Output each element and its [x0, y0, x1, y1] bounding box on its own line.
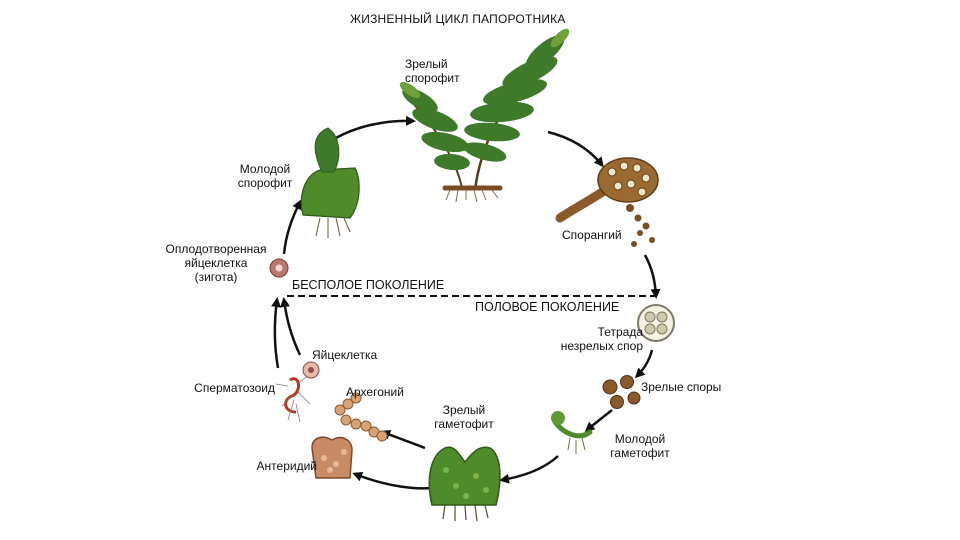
label-spermatozoid: Сперматозоид — [194, 381, 275, 395]
label-antheridium: Антеридий — [256, 459, 317, 473]
mature-spores-illustration — [602, 375, 641, 409]
archegonium-illustration — [334, 392, 388, 442]
mature-gametophyte-illustration — [428, 446, 501, 522]
arrow-tetrad-to-spores — [634, 349, 654, 379]
young-sporophyte-illustration — [300, 127, 360, 238]
tetrad-illustration — [637, 304, 675, 342]
mature-sporophyte-illustration — [399, 28, 570, 203]
sexual-generation-label: ПОЛОВОЕ ПОКОЛЕНИЕ — [475, 300, 620, 314]
cycle-arrows — [271, 115, 661, 490]
asexual-generation-label: БЕСПОЛОЕ ПОКОЛЕНИЕ — [292, 278, 445, 292]
label-mature-sporophyte: Зрелый спорофит — [405, 57, 460, 85]
arrow-zygote-to-young-sporophyte — [282, 199, 302, 255]
label-young-gametophyte: Молодой гаметофит — [610, 432, 670, 460]
spermatozoid-illustration — [275, 373, 311, 423]
arrow-fertilization-egg — [279, 297, 302, 356]
sporangium-illustration — [555, 157, 659, 247]
label-sporangium: Спорангий — [562, 228, 622, 242]
label-mature-gametophyte: Зрелый гаметофит — [434, 403, 494, 431]
arrow-gametophyte-to-antheridium — [352, 471, 433, 490]
arrow-spores-to-young-gametophyte — [584, 409, 613, 432]
label-young-sporophyte: Молодой спорофит — [237, 162, 293, 190]
arrow-gametophyte-to-archegonium — [380, 430, 426, 450]
young-gametophyte-illustration — [551, 411, 593, 454]
arrow-fertilization-left — [271, 297, 282, 369]
label-archegonium: Архегоний — [346, 385, 404, 399]
arrow-young-to-mature-gametophyte — [499, 455, 559, 484]
arrow-sporophyte-to-sporangium — [547, 130, 604, 168]
label-tetrad: Тетрада незрелых спор — [560, 325, 643, 353]
label-egg-cell: Яйцеклетка — [312, 348, 378, 362]
antheridium-illustration — [311, 436, 353, 479]
arrow-sporangium-to-tetrad — [643, 254, 661, 299]
diagram-title: ЖИЗНЕННЫЙ ЦИКЛ ПАПОРОТНИКА — [350, 12, 566, 26]
egg-cell-illustration — [302, 361, 320, 379]
label-zygote: Оплодотворенная яйцеклетка (зигота) — [165, 242, 267, 284]
label-mature-spores: Зрелые споры — [641, 380, 722, 394]
zygote-illustration — [269, 258, 289, 278]
